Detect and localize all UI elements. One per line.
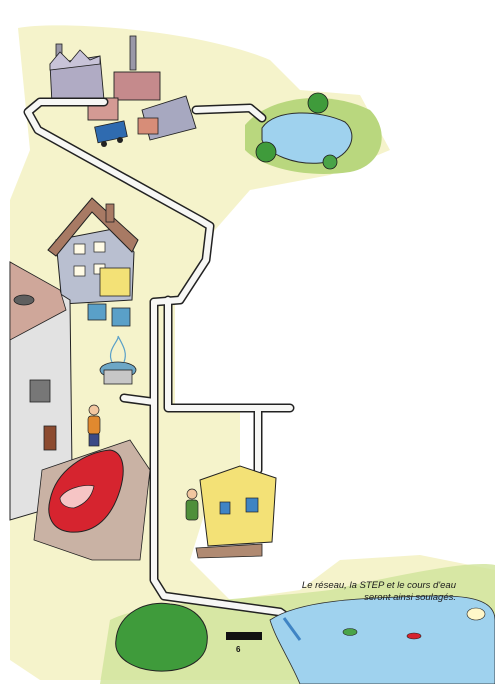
house-window-3	[73, 265, 86, 277]
house-window-1	[73, 243, 86, 255]
truck-wheel-back	[117, 137, 123, 143]
tree-pond-left	[255, 141, 277, 163]
annex-fixture-1	[219, 501, 231, 515]
pond	[261, 112, 353, 164]
river	[269, 595, 495, 684]
house-utility-room	[99, 267, 131, 297]
annex-building	[199, 465, 277, 547]
fish	[342, 628, 358, 636]
caption: Le réseau, la STEP et le cours d'eau ser…	[286, 580, 456, 604]
rainwater-tank-1	[87, 303, 107, 321]
apartment-door	[43, 425, 57, 451]
apartment-window-1	[29, 379, 51, 403]
apartment-rooftop	[9, 261, 67, 341]
car-windshield	[59, 485, 95, 509]
person-body	[87, 415, 101, 435]
house-roof	[47, 197, 139, 257]
pipe-outlet-water	[282, 617, 302, 641]
page-number: 6	[236, 645, 241, 654]
red-fish	[406, 632, 422, 640]
rainwater-tank-2	[111, 307, 131, 327]
factory-shed	[137, 117, 159, 135]
worker-body	[185, 499, 199, 521]
tree-pond-right	[307, 92, 329, 114]
house-window-2	[93, 241, 106, 253]
caption-line-2: seront ainsi soulagés.	[364, 592, 456, 603]
bush-pond	[322, 154, 338, 170]
fountain-spray	[110, 335, 126, 363]
bush-bottom-left	[115, 602, 208, 672]
house-chimney	[105, 203, 115, 223]
duck	[466, 607, 486, 621]
fountain-base	[103, 369, 133, 385]
factory-chimney-2	[129, 35, 137, 71]
person-head	[88, 404, 100, 416]
caption-line-1: Le réseau, la STEP et le cours d'eau	[301, 580, 456, 591]
person-legs	[88, 433, 100, 447]
rooftop-tank	[13, 294, 35, 306]
factory-roof-teeth	[49, 49, 101, 71]
truck-wheel-front	[101, 141, 107, 147]
annex-fixture-2	[245, 497, 259, 513]
page-number-band	[226, 632, 262, 640]
annex-planter	[195, 543, 263, 559]
factory-warehouse	[113, 71, 161, 101]
worker-head	[186, 488, 198, 500]
